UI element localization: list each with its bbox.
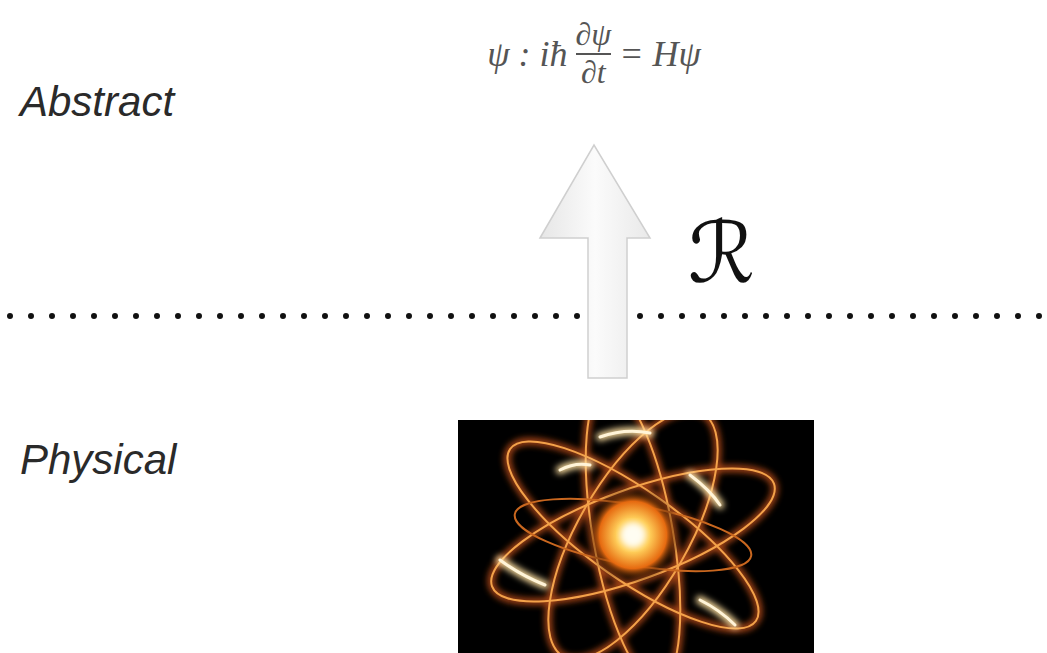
up-arrow	[540, 145, 650, 378]
numerator: ∂ψ	[576, 18, 612, 52]
arrow-label: ℛ	[688, 204, 755, 302]
equation-part: = Hψ	[619, 33, 701, 75]
atom-picture	[458, 420, 814, 653]
dotted-divider	[10, 313, 1047, 319]
denominator: ∂t	[581, 56, 606, 90]
fraction-bar	[576, 53, 612, 55]
equation: ψ : iħ ∂ψ ∂t = Hψ	[487, 18, 701, 89]
equation-part: ψ : iħ	[487, 33, 567, 75]
fraction: ∂ψ ∂t	[576, 18, 612, 89]
level-label: Physical	[20, 436, 176, 484]
level-label: Abstract	[20, 78, 174, 126]
